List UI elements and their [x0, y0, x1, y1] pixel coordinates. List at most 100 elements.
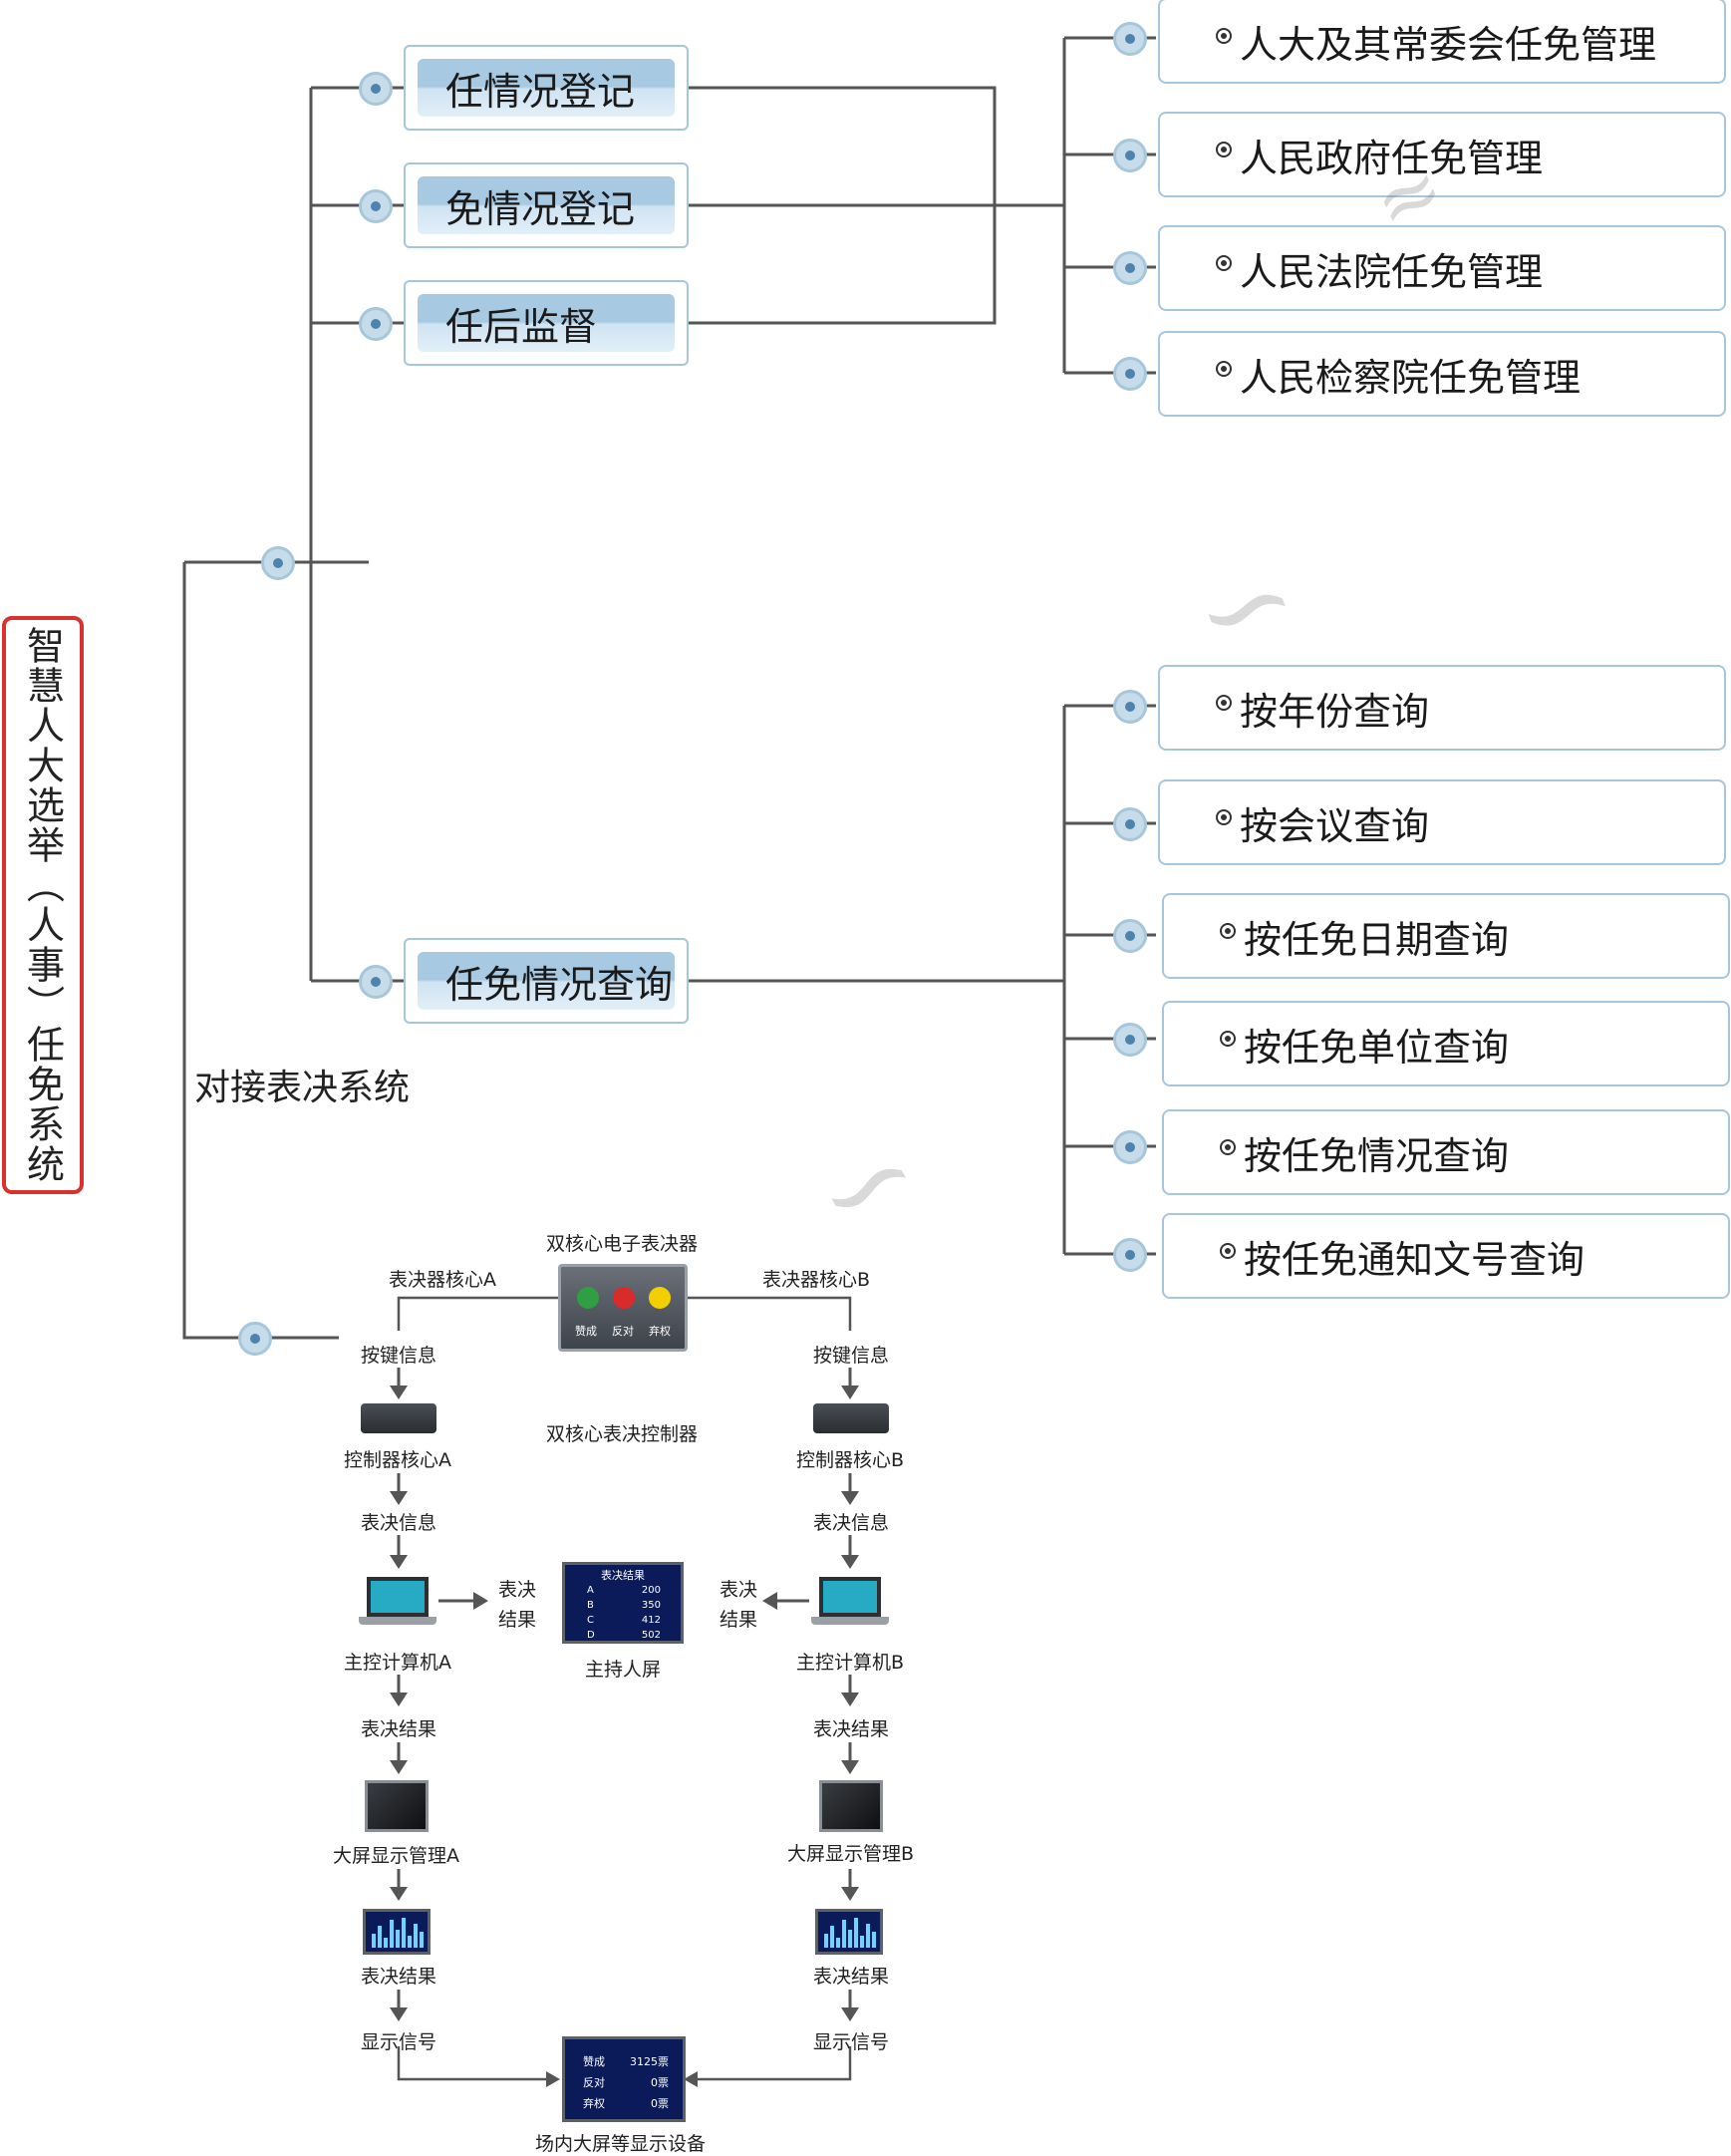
voter-device-label: 双核心电子表决器	[546, 1233, 699, 1255]
host-screen-label: 主持人屏	[585, 1659, 662, 1681]
bar-mark	[390, 1920, 394, 1948]
mgmt-item-label: 人民政府任免管理	[1240, 136, 1544, 180]
bullet-icon	[1216, 142, 1232, 157]
controller-title: 双核心表决控制器	[546, 1423, 699, 1445]
host-pc-b-label: 主控计算机B	[796, 1652, 905, 1674]
root-node[interactable]: 智慧人大选举（人事）任免系统	[2, 616, 84, 1194]
mgmt-item[interactable]: 人大及其常委会任免管理	[1158, 0, 1726, 84]
query-item[interactable]: 按任免通知文号查询	[1162, 1213, 1730, 1299]
vote-result-right-2: 结果	[720, 1609, 758, 1631]
arrow-down-icon	[841, 1555, 859, 1569]
controller-a-label: 控制器核心A	[344, 1449, 451, 1471]
bar-mark	[824, 1934, 828, 1948]
query-item[interactable]: 按任免日期查询	[1162, 893, 1730, 979]
query-item-label: 按任免日期查询	[1244, 917, 1510, 962]
row-key: 赞成	[583, 2055, 605, 2068]
vote-info-a: 表决信息	[361, 1512, 437, 1534]
bar-mark	[848, 1930, 852, 1948]
bar-mark	[830, 1926, 834, 1948]
hub-query-5[interactable]	[1113, 1130, 1147, 1164]
vote-result-a: 表决结果	[361, 1718, 437, 1740]
hub-remove[interactable]	[359, 189, 393, 223]
query-item-label: 按任免通知文号查询	[1244, 1237, 1586, 1282]
bar-mark	[372, 1934, 376, 1948]
bullet-icon	[1216, 361, 1232, 377]
host-pc-a-label: 主控计算机A	[344, 1652, 451, 1674]
arrow-down-icon	[390, 2007, 408, 2021]
arrow-down-icon	[841, 1386, 859, 1399]
arrow-down-icon	[390, 1491, 408, 1505]
node-appoint-register-label: 任情况登记	[418, 59, 675, 117]
row-value: 350	[641, 1600, 661, 1611]
voter-device[interactable]: 赞成 反对 弃权	[558, 1264, 688, 1352]
bars-screen-a-icon	[363, 1909, 431, 1955]
hub-query-1[interactable]	[1113, 690, 1147, 724]
vote-result-a2: 表决结果	[361, 1966, 437, 1988]
hub-mgmt-2[interactable]	[1113, 139, 1147, 172]
big-screen-b-label: 大屏显示管理B	[787, 1843, 915, 1865]
node-remove-register[interactable]: 免情况登记	[404, 162, 689, 248]
display-signal-a: 显示信号	[361, 2031, 437, 2053]
query-item[interactable]: 按会议查询	[1158, 779, 1726, 865]
button-abstain-icon	[649, 1287, 671, 1309]
row-value: 412	[641, 1615, 661, 1626]
bullet-icon	[1216, 28, 1232, 44]
key-info-b: 按键信息	[813, 1345, 890, 1367]
query-item-label: 按任免单位查询	[1244, 1025, 1510, 1070]
controller-a-icon	[361, 1403, 436, 1433]
hub-query[interactable]	[359, 965, 393, 999]
big-screen-a-label: 大屏显示管理A	[333, 1845, 459, 1867]
mgmt-item[interactable]: 人民政府任免管理	[1158, 112, 1726, 197]
controller-b-icon	[813, 1403, 889, 1433]
bar-mark	[872, 1932, 876, 1948]
bar-mark	[414, 1924, 418, 1948]
hub-appoint[interactable]	[359, 72, 393, 106]
hub-supervision[interactable]	[359, 307, 393, 341]
hub-mgmt-4[interactable]	[1113, 357, 1147, 391]
display-signal-b: 显示信号	[813, 2031, 890, 2053]
hub-query-4[interactable]	[1113, 1023, 1147, 1057]
row-key: C	[587, 1615, 594, 1626]
controller-b-label: 控制器核心B	[796, 1449, 905, 1471]
hub-main[interactable]	[261, 546, 295, 580]
node-post-supervision-label: 任后监督	[418, 294, 675, 352]
hub-mgmt-3[interactable]	[1113, 251, 1147, 285]
query-item-label: 按年份查询	[1240, 689, 1430, 734]
arrow-down-icon	[841, 1491, 859, 1505]
hub-mgmt-1[interactable]	[1113, 22, 1147, 56]
venue-display-label: 场内大屏等显示设备	[535, 2133, 707, 2155]
mgmt-item-label: 人民法院任免管理	[1240, 249, 1544, 294]
core-a-label: 表决器核心A	[389, 1269, 496, 1291]
laptop-a-icon	[367, 1577, 429, 1617]
node-post-supervision[interactable]: 任后监督	[404, 280, 689, 366]
hub-query-2[interactable]	[1113, 807, 1147, 841]
node-appoint-register[interactable]: 任情况登记	[404, 45, 689, 131]
query-item[interactable]: 按任免情况查询	[1162, 1109, 1730, 1195]
bar-mark	[836, 1938, 840, 1948]
hub-query-6[interactable]	[1113, 1238, 1147, 1272]
monitor-a-icon	[365, 1780, 429, 1832]
row-key: 弃权	[583, 2097, 605, 2110]
mgmt-item-label: 人民检察院任免管理	[1240, 355, 1582, 400]
row-value: 200	[641, 1585, 661, 1596]
query-item[interactable]: 按年份查询	[1158, 665, 1726, 751]
mgmt-item[interactable]: 人民法院任免管理	[1158, 225, 1726, 311]
button-no-label: 反对	[612, 1325, 634, 1338]
query-item-label: 按任免情况查询	[1244, 1133, 1510, 1178]
hub-voting[interactable]	[238, 1322, 272, 1356]
row-key: D	[587, 1630, 595, 1641]
key-info-a: 按键信息	[361, 1345, 437, 1367]
row-key: 反对	[583, 2076, 605, 2089]
hub-query-3[interactable]	[1113, 919, 1147, 953]
row-value: 502	[641, 1630, 661, 1641]
mgmt-item[interactable]: 人民检察院任免管理	[1158, 331, 1726, 417]
query-item[interactable]: 按任免单位查询	[1162, 1001, 1730, 1086]
row-value: 3125票	[630, 2055, 669, 2068]
node-query[interactable]: 任免情况查询	[404, 938, 689, 1024]
vote-info-b: 表决信息	[813, 1512, 890, 1534]
root-title: 智慧人大选举（人事）任免系统	[20, 626, 65, 1184]
voting-link-label: 对接表决系统	[194, 1068, 411, 1108]
